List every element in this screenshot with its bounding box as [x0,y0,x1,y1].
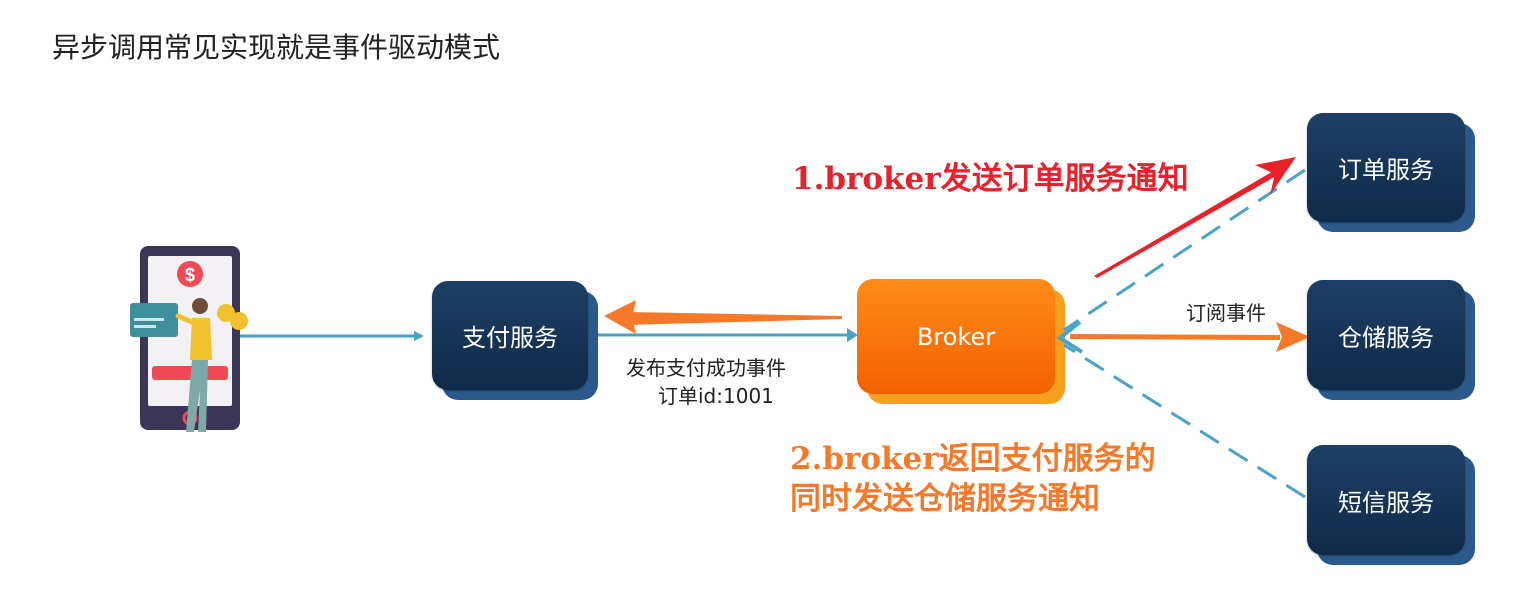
broker-in-arrowhead [1056,320,1084,354]
pay-bar [152,366,228,380]
broker-return-note-line1: 2.broker返回支付服务的 [790,441,1156,477]
sms-service-node[interactable]: 短信服务 [1307,445,1475,565]
sms-service-label: 短信服务 [1338,488,1434,517]
gold-coin-icon [230,312,248,330]
publish-event-label: 发布支付成功事件 [626,356,786,380]
gold-coin-icon [217,304,235,322]
order-dashed-line [1063,168,1306,332]
broker-to-storage-arrow [1070,322,1310,352]
person-head [192,298,208,314]
storage-service-label: 仓储服务 [1338,323,1434,352]
sms-dashed-line [1063,343,1306,499]
broker-notify-order-note: 1.broker发送订单服务通知 [792,161,1189,197]
broker-node[interactable]: Broker [857,279,1065,404]
page-title: 异步调用常见实现就是事件驱动模式 [52,31,501,64]
person-legs [186,360,208,432]
dollar-coin-icon [177,261,203,287]
order-service-label: 订单服务 [1338,156,1434,184]
phone-illustration: $ [130,246,248,432]
broker-label: Broker [916,322,996,351]
pay-service-node[interactable]: 支付服务 [432,281,598,400]
order-service-node[interactable]: 订单服务 [1307,113,1475,232]
pay-service-label: 支付服务 [462,324,558,352]
person-shirt [190,318,212,360]
broker-return-arrow [604,300,842,334]
subscribe-event-label: 订阅事件 [1186,301,1266,325]
red-notify-arrow [1094,157,1296,278]
dollar-sign: $ [185,265,195,285]
order-id-label: 订单id:1001 [658,384,774,408]
storage-service-node[interactable]: 仓储服务 [1307,280,1475,400]
broker-return-note-line2: 同时发送仓储服务通知 [790,481,1100,517]
